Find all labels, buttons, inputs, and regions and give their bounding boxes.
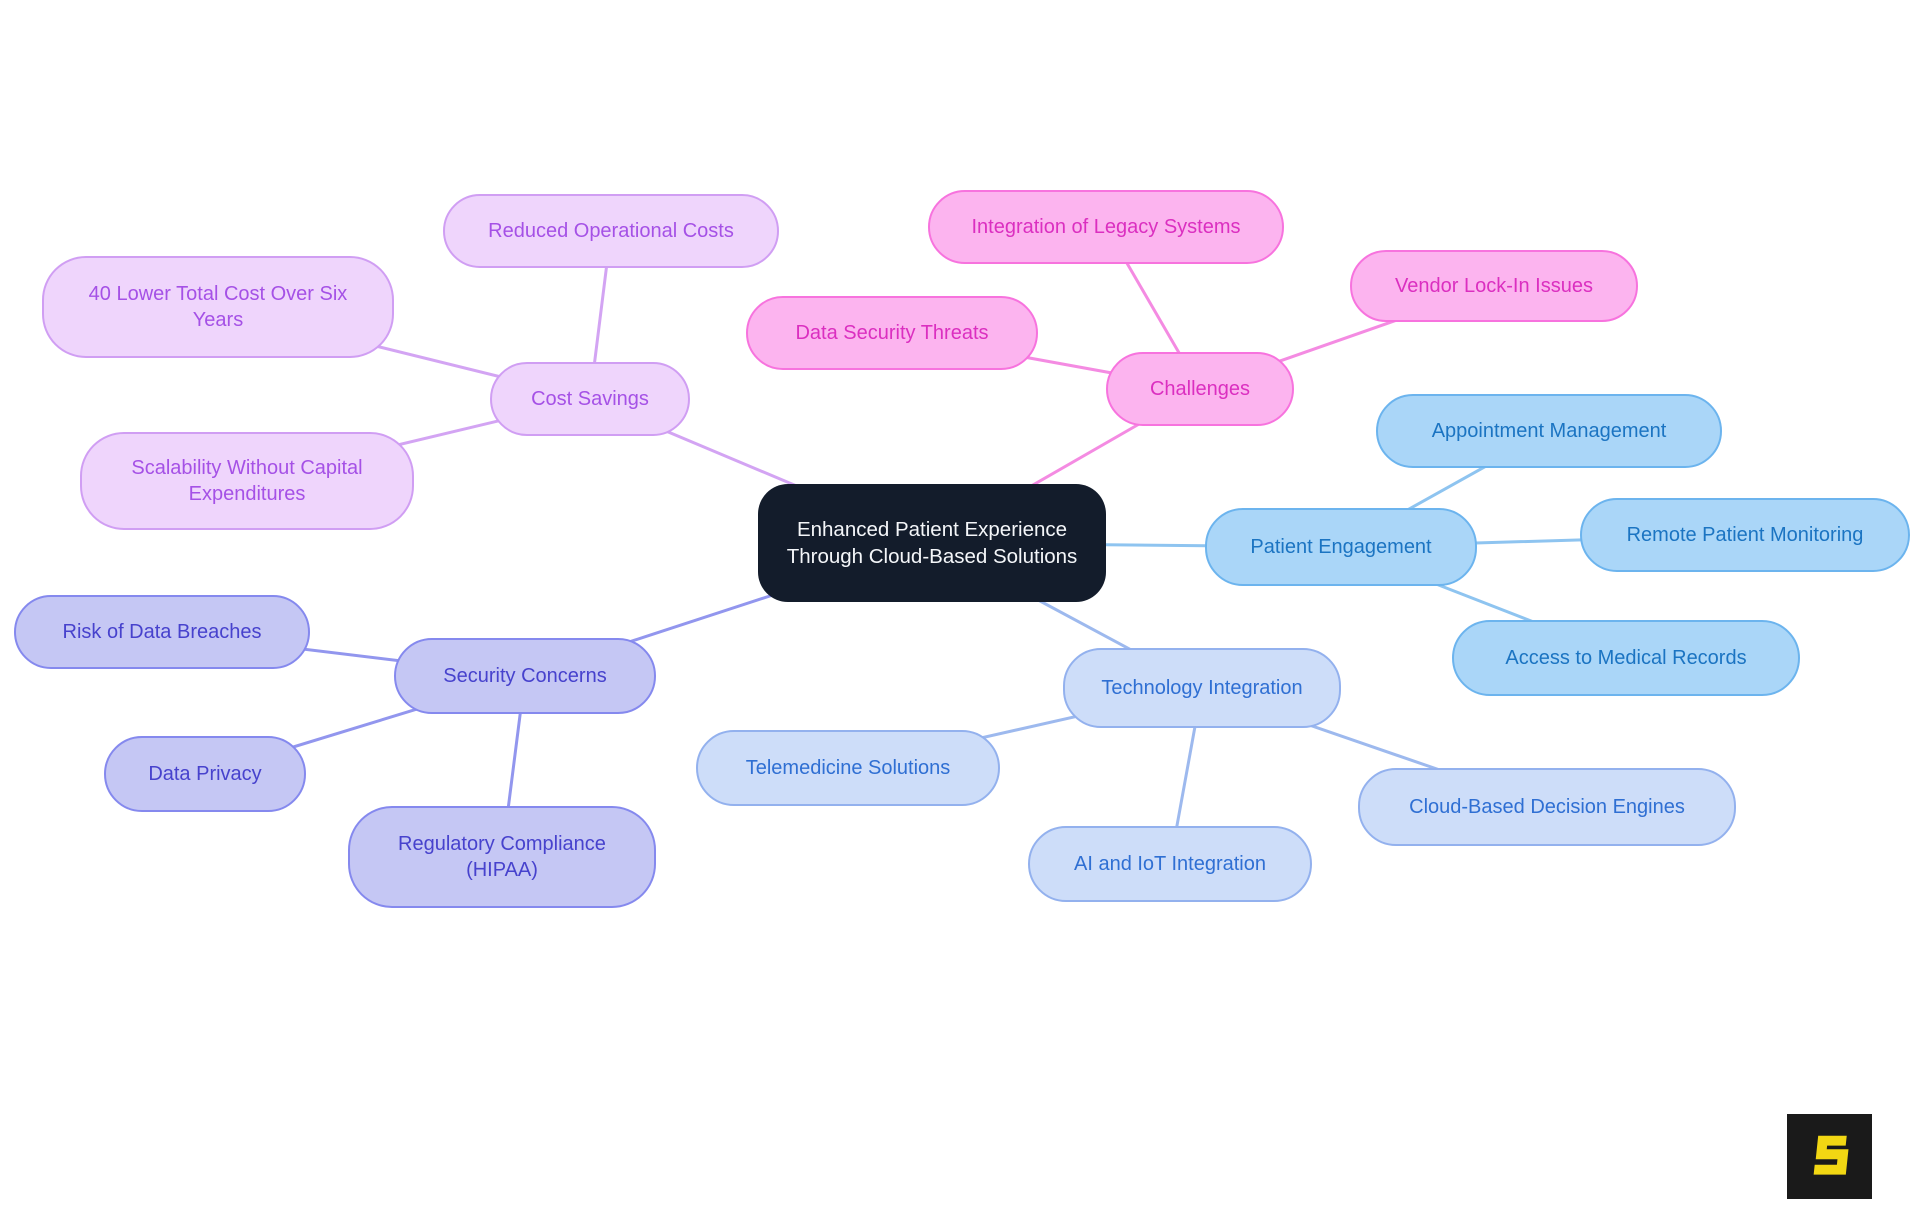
node-lower-total-cost[interactable]: 40 Lower Total Cost Over Six Years (42, 256, 394, 358)
node-telemedicine-solutions[interactable]: Telemedicine Solutions (696, 730, 1000, 806)
logo-s-icon (1813, 1135, 1848, 1175)
node-data-security-threats[interactable]: Data Security Threats (746, 296, 1038, 370)
central-node[interactable]: Enhanced Patient Experience Through Clou… (758, 484, 1106, 602)
node-security-concerns[interactable]: Security Concerns (394, 638, 656, 714)
node-appointment-management[interactable]: Appointment Management (1376, 394, 1722, 468)
node-cloud-decision-engines[interactable]: Cloud-Based Decision Engines (1358, 768, 1736, 846)
node-technology-integration[interactable]: Technology Integration (1063, 648, 1341, 728)
node-data-privacy[interactable]: Data Privacy (104, 736, 306, 812)
node-remote-patient-monitoring[interactable]: Remote Patient Monitoring (1580, 498, 1910, 572)
node-vendor-lock-in[interactable]: Vendor Lock-In Issues (1350, 250, 1638, 322)
node-integration-legacy-systems[interactable]: Integration of Legacy Systems (928, 190, 1284, 264)
node-ai-iot-integration[interactable]: AI and IoT Integration (1028, 826, 1312, 902)
node-risk-data-breaches[interactable]: Risk of Data Breaches (14, 595, 310, 669)
node-challenges[interactable]: Challenges (1106, 352, 1294, 426)
node-access-medical-records[interactable]: Access to Medical Records (1452, 620, 1800, 696)
node-regulatory-compliance-hipaa[interactable]: Regulatory Compliance (HIPAA) (348, 806, 656, 908)
node-scalability-without-capex[interactable]: Scalability Without Capital Expenditures (80, 432, 414, 530)
node-reduced-operational-costs[interactable]: Reduced Operational Costs (443, 194, 779, 268)
watermark-logo[interactable] (1787, 1114, 1872, 1199)
node-patient-engagement[interactable]: Patient Engagement (1205, 508, 1477, 586)
node-cost-savings[interactable]: Cost Savings (490, 362, 690, 436)
